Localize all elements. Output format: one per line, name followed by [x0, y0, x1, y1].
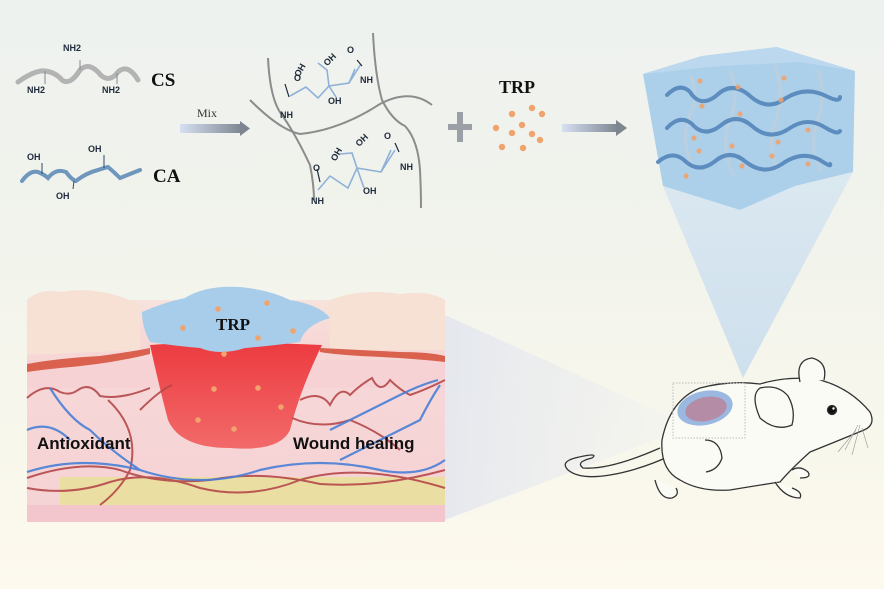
- trp-particle: [699, 103, 705, 109]
- trp-particle: [518, 121, 526, 129]
- trp-particle: [215, 306, 221, 312]
- trp-particle: [180, 325, 186, 331]
- trp-particle: [696, 148, 702, 154]
- skin-particles: [180, 300, 296, 432]
- ca-hydroxyl-left: OH: [27, 152, 41, 162]
- trp-particle: [211, 386, 217, 392]
- gel-particles: [683, 75, 811, 179]
- crosslinked-network: [249, 32, 433, 209]
- wound-bed: [150, 342, 322, 449]
- mix-arrow: [180, 121, 250, 136]
- amide-nh: NH: [311, 196, 324, 206]
- hydrogel-block: [643, 47, 855, 210]
- trp-particle: [528, 130, 536, 138]
- trp-particle: [729, 143, 735, 149]
- trp-particle: [697, 78, 703, 84]
- trp-particle: [683, 173, 689, 179]
- cs-amine-right: NH2: [102, 85, 120, 95]
- trp-particle: [528, 104, 536, 112]
- trp-particle: [691, 135, 697, 141]
- trp-particle: [805, 161, 811, 167]
- applied-hydrogel: [142, 286, 330, 352]
- cs-molecule: NH2 NH2 NH2: [15, 43, 141, 95]
- trp-particle: [778, 97, 784, 103]
- trp-label: TRP: [499, 77, 535, 97]
- ca-hydroxyl-bottom: OH: [56, 191, 70, 201]
- carbonyl-o: O: [347, 45, 354, 55]
- hydroxyl: OH: [329, 146, 344, 163]
- hydroxyl: OH: [363, 186, 377, 196]
- trp-particle: [519, 144, 527, 152]
- trp-particle: [781, 75, 787, 81]
- projection-beam: [663, 172, 853, 378]
- cs-amine-top: NH2: [63, 43, 81, 53]
- trp-particle: [805, 127, 811, 133]
- wound-healing-label: Wound healing: [293, 434, 415, 453]
- trp-particle: [508, 129, 516, 137]
- trp-particle: [492, 124, 500, 132]
- trp-particle: [538, 110, 546, 118]
- trp-particle: [278, 404, 284, 410]
- wound-site-box: [672, 382, 746, 439]
- plus-icon: [448, 112, 472, 142]
- antioxidant-label: Antioxidant: [37, 434, 131, 453]
- trp-particle: [264, 300, 270, 306]
- amide-nh: NH: [400, 162, 413, 172]
- ca-molecule: OH OH OH: [20, 144, 142, 201]
- trp-particle: [536, 136, 544, 144]
- projection-cone: [445, 315, 673, 520]
- crosslink-labels: O NH OH OH OH O NH O NH OH OH OH O NH: [280, 45, 413, 206]
- amide-nh: NH: [360, 75, 373, 85]
- ca-label: CA: [153, 166, 181, 187]
- arrow-to-hydrogel: [562, 120, 627, 136]
- carbonyl-o: O: [294, 73, 301, 83]
- trp-particle: [255, 385, 261, 391]
- trp-particle: [508, 110, 516, 118]
- trp-particle: [498, 143, 506, 151]
- hydroxyl: OH: [328, 96, 342, 106]
- wound-site-inner: [685, 396, 727, 422]
- carbonyl-o: O: [313, 163, 320, 173]
- trp-particle: [735, 84, 741, 90]
- carbonyl-o: O: [384, 131, 391, 141]
- trp-particle: [290, 328, 296, 334]
- trp-particle: [221, 351, 227, 357]
- skin-trp-label: TRP: [216, 315, 250, 334]
- cs-label: CS: [151, 70, 175, 91]
- trp-particle: [769, 153, 775, 159]
- cs-amine-left: NH2: [27, 85, 45, 95]
- trp-particle: [737, 111, 743, 117]
- skin-cross-section: [26, 286, 446, 522]
- trp-particles: [492, 104, 546, 152]
- trp-particle: [739, 163, 745, 169]
- trp-particle: [255, 335, 261, 341]
- trp-particle: [231, 426, 237, 432]
- mix-label: Mix: [197, 106, 217, 120]
- ca-hydroxyl-right: OH: [88, 144, 102, 154]
- trp-particle: [195, 417, 201, 423]
- trp-particle: [775, 139, 781, 145]
- amide-nh: NH: [280, 110, 293, 120]
- hydroxyl: OH: [354, 132, 371, 149]
- hydroxyl: OH: [322, 51, 339, 68]
